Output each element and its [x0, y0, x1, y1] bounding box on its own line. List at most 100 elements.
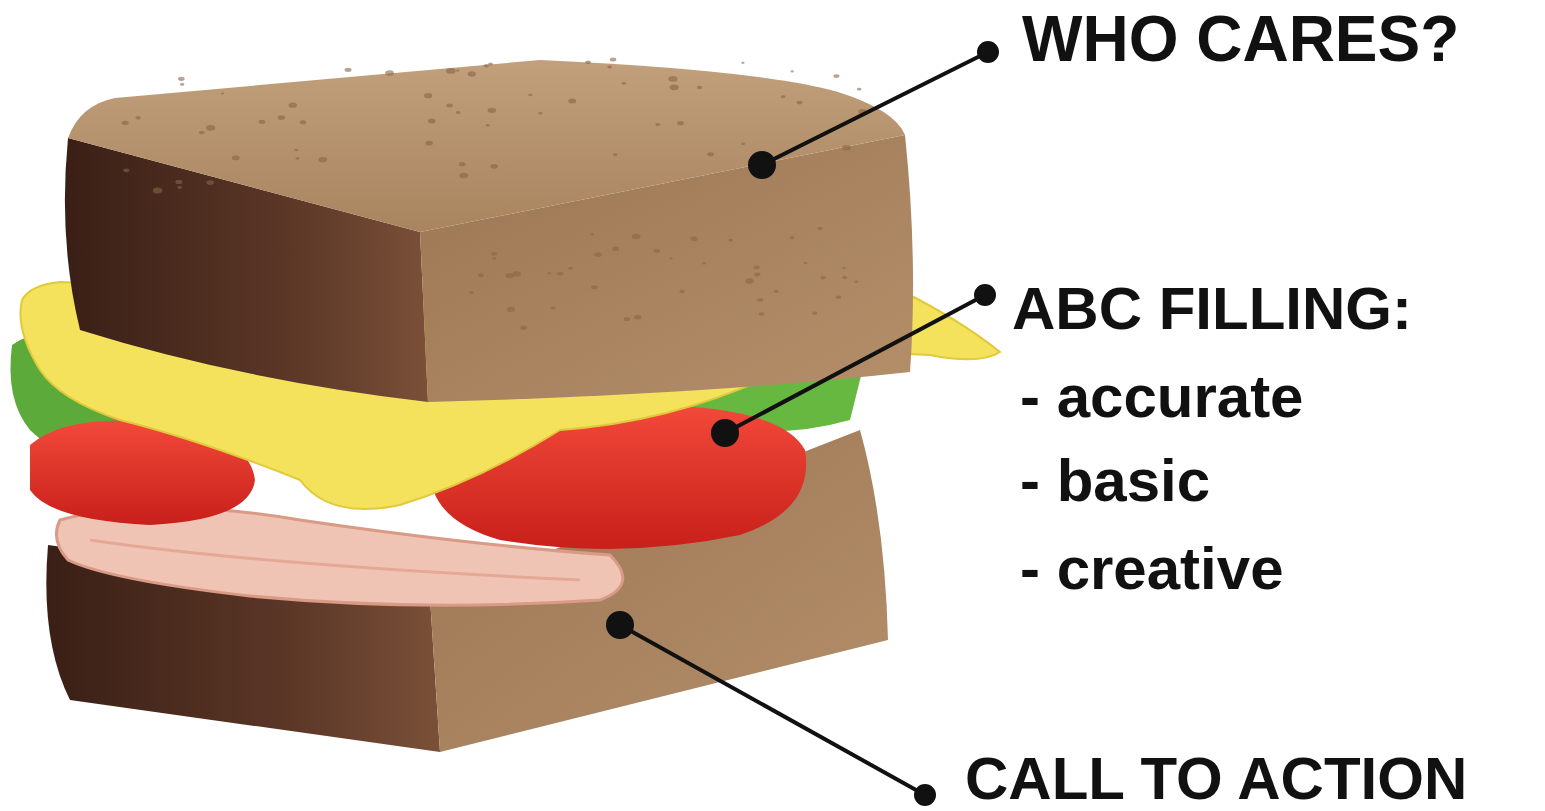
- callout-label: ABC FILLING:: [1012, 279, 1412, 339]
- leader-dot: [979, 43, 997, 61]
- bread-speck: [345, 68, 352, 72]
- bread-speck: [668, 76, 677, 82]
- bread-speck: [488, 108, 497, 113]
- bread-speck: [486, 124, 490, 126]
- bread-speck: [548, 272, 551, 274]
- bread-speck: [206, 125, 215, 131]
- bread-speck: [178, 77, 185, 81]
- bread-speck: [551, 306, 556, 309]
- bread-speck: [812, 311, 817, 314]
- leader-lines: [608, 43, 997, 804]
- bread-speck: [492, 257, 496, 259]
- bread-speck: [469, 291, 474, 294]
- bread-speck: [528, 94, 532, 97]
- bread-speck: [702, 262, 706, 264]
- bread-speck: [854, 280, 858, 283]
- bread-speck: [258, 120, 265, 124]
- bread-speck: [669, 257, 672, 259]
- bread-speck: [232, 156, 240, 161]
- bread-speck: [590, 233, 594, 235]
- bread-speck: [478, 273, 484, 277]
- bread-speck: [456, 69, 460, 71]
- leader-dot: [916, 786, 934, 804]
- bread-speck: [842, 145, 851, 150]
- bread-speck: [741, 143, 745, 146]
- bread-speck: [446, 68, 456, 74]
- leader-line: [762, 52, 988, 165]
- bread-speck: [670, 84, 679, 90]
- callout-label: - creative: [1020, 539, 1284, 599]
- leader-dot: [713, 421, 737, 445]
- bread-speck: [568, 99, 576, 104]
- bread-speck: [520, 326, 527, 330]
- bread-speck: [741, 62, 744, 64]
- bread-speck: [607, 65, 612, 68]
- bread-speck: [612, 246, 619, 250]
- bread-speck: [791, 70, 794, 72]
- bread-speck: [797, 101, 803, 105]
- bread-speck: [153, 188, 162, 194]
- bread-speck: [385, 70, 394, 76]
- bread-speck: [753, 265, 759, 269]
- bread-speck: [491, 252, 497, 256]
- bread-speck: [707, 152, 714, 156]
- bread-speck: [820, 276, 825, 279]
- bread-speck: [804, 262, 808, 264]
- bread-speck: [833, 74, 839, 78]
- bread-speck: [538, 112, 542, 115]
- bread-speck: [691, 236, 698, 241]
- bread-speck: [456, 111, 461, 114]
- bread-speck: [123, 168, 129, 172]
- bread-speck: [180, 83, 184, 86]
- bread-speck: [653, 249, 660, 253]
- bread-speck: [512, 271, 521, 276]
- bread-speck: [221, 93, 224, 95]
- bread-speckles: [122, 58, 867, 330]
- leader-dot: [608, 613, 632, 637]
- bread-speck: [206, 180, 213, 185]
- bread-speck: [175, 180, 182, 184]
- bread-speck: [622, 82, 626, 85]
- bread-speck: [468, 71, 476, 76]
- bread-speck: [729, 239, 733, 242]
- bread-speck: [842, 276, 847, 279]
- leader-dot: [976, 286, 994, 304]
- bread-speck: [757, 298, 763, 302]
- bread-speck: [624, 317, 630, 321]
- bread-speck: [424, 93, 432, 98]
- ham-edge: [90, 540, 580, 580]
- bread-speck: [591, 285, 597, 289]
- bread-speck: [318, 157, 327, 162]
- bread-top: [68, 60, 905, 232]
- bread-speck: [278, 115, 286, 120]
- bread-speck: [294, 149, 298, 152]
- bread-speck: [781, 95, 786, 98]
- bread-speck: [655, 123, 660, 126]
- bread-speck: [745, 278, 754, 283]
- bread-speck: [697, 86, 702, 89]
- bread-speck: [557, 272, 563, 276]
- leader-line: [620, 625, 925, 795]
- bread-speck: [568, 267, 573, 270]
- bread-speck: [122, 121, 129, 125]
- bread-speck: [632, 234, 641, 240]
- bread-speck: [613, 153, 618, 156]
- bread-speck: [836, 295, 842, 298]
- bread-speck: [484, 64, 489, 67]
- bread-speck: [446, 103, 453, 107]
- bread-speck: [842, 267, 845, 269]
- callout-label: WHO CARES?: [1022, 7, 1459, 71]
- bread-speck: [754, 273, 760, 277]
- bread-speck: [774, 290, 779, 293]
- bread-speck: [817, 227, 823, 230]
- bread-speck: [759, 312, 765, 316]
- bread-speck: [177, 186, 182, 189]
- bread-speck: [459, 173, 468, 179]
- bread-speck: [594, 252, 601, 257]
- bread-speck: [857, 88, 862, 91]
- leader-line: [725, 295, 985, 433]
- callout-label: CALL TO ACTION: [965, 749, 1467, 809]
- bread-speck: [490, 164, 498, 169]
